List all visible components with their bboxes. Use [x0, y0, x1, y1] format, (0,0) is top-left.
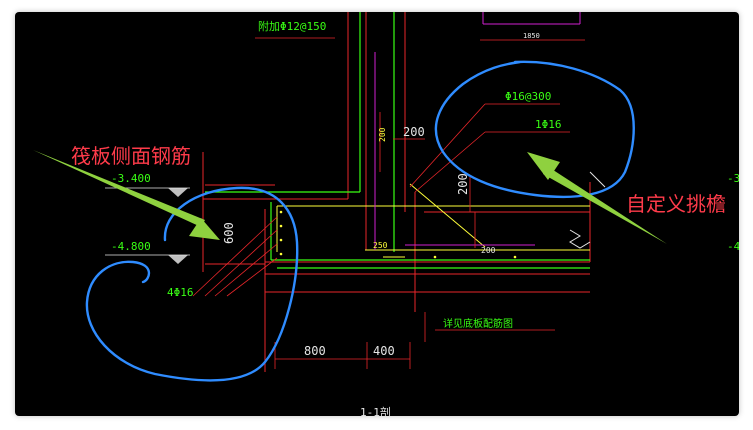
- left-callout-text: 筏板侧面钢筋: [71, 144, 191, 168]
- rebar-dots: [279, 210, 517, 259]
- dim-200-horizontal-label: 200: [403, 125, 425, 139]
- dim-250-label: 250: [373, 241, 388, 250]
- rebar-spacing-label: Φ16@300: [505, 90, 551, 103]
- wall-rebar: [205, 12, 590, 269]
- dim-200-vertical-small-label: 200: [378, 127, 387, 142]
- left-callout-arrow: [33, 150, 220, 240]
- elev-top-label: -3.400: [111, 172, 151, 185]
- note-bottom-label: 详见底板配筋图: [443, 317, 513, 330]
- leader-lines: [192, 37, 570, 342]
- elevation-marker-bottom: [168, 255, 188, 264]
- top-rebar-label: 附加Φ12@150: [258, 19, 326, 33]
- dim-200-bottom-label: 200: [481, 246, 496, 255]
- right-highlight-circle: [434, 60, 635, 199]
- elev-right-top-label: -3: [727, 172, 739, 185]
- structural-drawing: 附加Φ12@150 1850 Φ16@300 1Φ16 200 200 200 …: [33, 12, 739, 416]
- dim-200-vertical-label: 200: [456, 173, 470, 195]
- elevation-marker-top: [168, 188, 188, 197]
- rebar-count-left-label: 4Φ16: [167, 286, 194, 299]
- elev-bottom-label: -4.800: [111, 240, 151, 253]
- cut-bottom-label: 1-1剖: [360, 405, 391, 416]
- right-callout-text: 自定义挑檐: [626, 192, 726, 216]
- left-highlight-circle: [85, 186, 299, 382]
- dim-400-label: 400: [373, 344, 395, 358]
- right-callout-arrow: [527, 152, 667, 244]
- rebar-count-right-label: 1Φ16: [535, 118, 562, 131]
- dim-800-label: 800: [304, 344, 326, 358]
- dimension-lines: [274, 39, 585, 369]
- dim-top-right-label: 1850: [523, 32, 540, 40]
- dim-600-label: 600: [222, 222, 236, 244]
- break-line-symbol: [569, 229, 591, 249]
- elev-right-bottom-label: -4: [727, 240, 739, 253]
- magenta-reference: [374, 12, 581, 250]
- cad-canvas[interactable]: 附加Φ12@150 1850 Φ16@300 1Φ16 200 200 200 …: [15, 12, 739, 416]
